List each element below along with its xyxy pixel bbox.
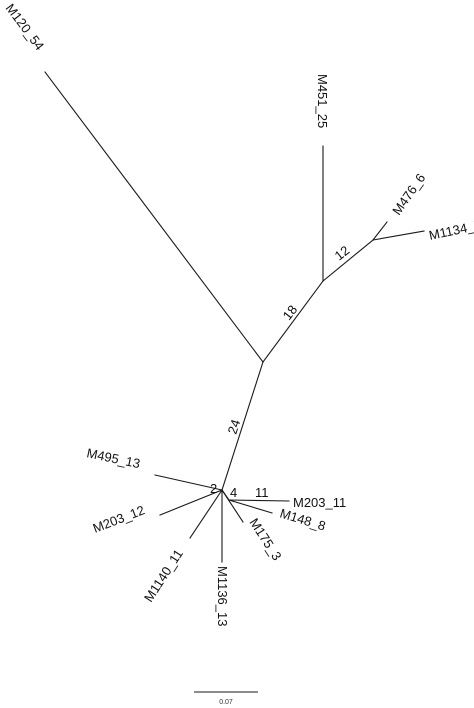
support-value-18: 18 xyxy=(280,302,301,323)
branch-root-to-upper-node xyxy=(262,280,324,363)
branch-root-to-m120-54 xyxy=(44,71,264,363)
branch-to-m495-13 xyxy=(154,474,223,491)
branch-to-m1140-11 xyxy=(189,489,223,539)
support-value-24: 24 xyxy=(225,418,244,436)
leaf-label-m451-25: M451_25 xyxy=(315,74,330,128)
leaf-label-m175-3: M175_3 xyxy=(246,515,284,563)
leaf-label-m120-54: M120_54 xyxy=(3,1,48,53)
leaf-label-m1134-7: M1134_7 xyxy=(428,217,474,243)
leaf-label-m203-12: M203_12 xyxy=(91,502,147,535)
leaf-label-m203-11: M203_11 xyxy=(293,495,346,510)
branch-root-to-lower-node xyxy=(221,361,264,491)
leaf-label-m1140-11: M1140_11 xyxy=(141,547,186,605)
branch-to-node-4 xyxy=(221,489,230,501)
branch-to-m476-6 xyxy=(372,221,388,241)
support-value-2: 2 xyxy=(210,481,217,496)
branch-to-m148-8 xyxy=(228,499,273,514)
support-value-11: 11 xyxy=(255,485,269,500)
leaf-label-m495-13: M495_13 xyxy=(85,445,141,471)
leaf-label-m476-6: M476_6 xyxy=(389,171,428,218)
branch-upper-to-node-12 xyxy=(322,239,374,282)
scale-bar-label: 0.07 xyxy=(219,699,233,706)
branch-to-m203-12 xyxy=(159,489,223,516)
leaf-label-m1136-13: M1136_13 xyxy=(215,566,230,626)
support-value-4: 4 xyxy=(230,485,237,500)
branch-to-m203-11 xyxy=(228,499,290,502)
branch-to-m1134-7 xyxy=(372,230,425,241)
